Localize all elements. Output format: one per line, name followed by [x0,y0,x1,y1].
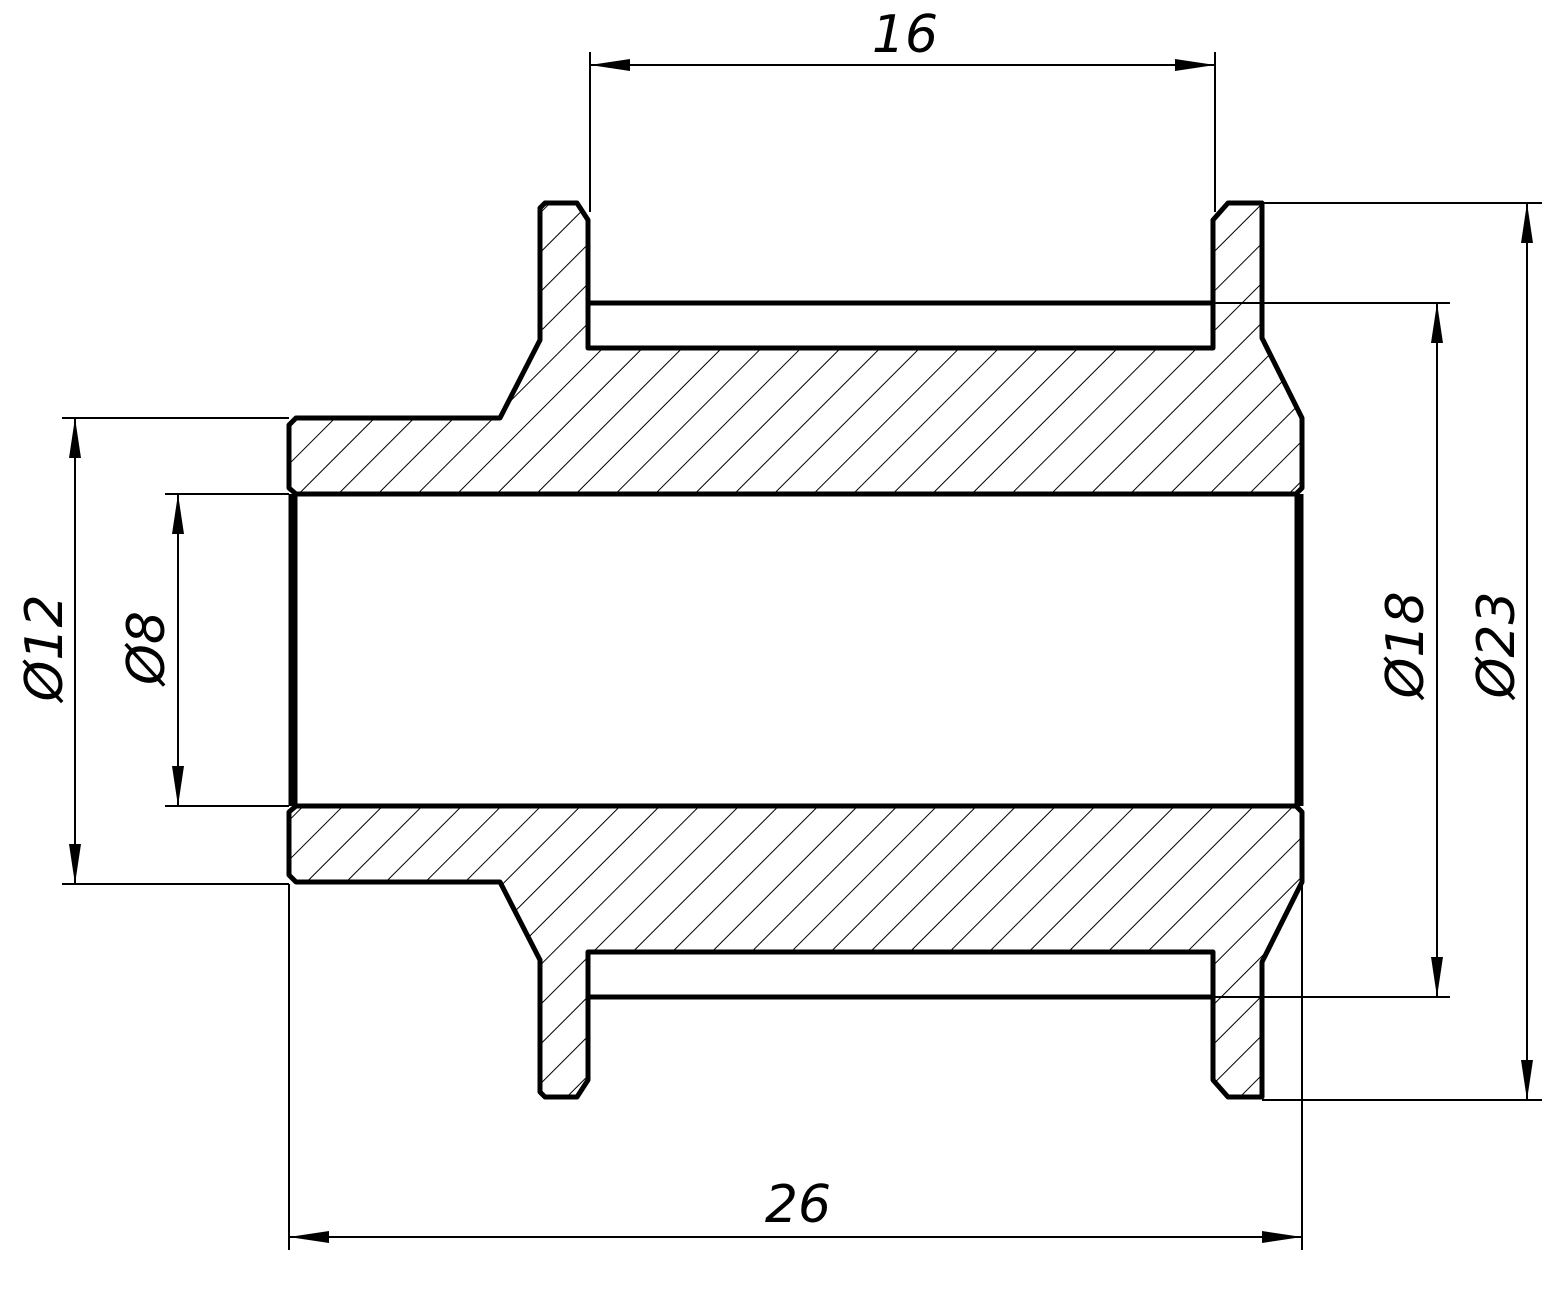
dim-text-groove-width: 16 [872,5,938,65]
dim-text-overall-length: 26 [765,1175,831,1235]
dim-text-groove-diameter: Ø18 [1376,591,1436,700]
dim-text-hub-diameter: Ø12 [15,594,75,703]
section-top [286,200,1305,497]
dim-text-outer-diameter: Ø23 [1467,591,1527,700]
dim-text-bore-diameter: Ø8 [117,611,177,687]
section-bottom [286,803,1305,1100]
extension-lines [62,52,1542,1250]
